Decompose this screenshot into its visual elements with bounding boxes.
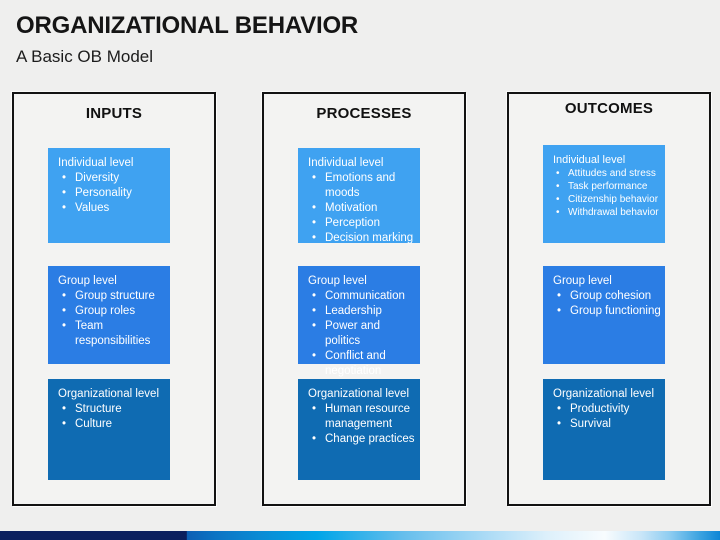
bullet-list: Productivity Survival	[553, 402, 661, 432]
bullet-list: Emotions and moods Motivation Perception…	[308, 171, 416, 246]
bullet-item: Change practices	[308, 432, 416, 447]
box-title: Organizational level	[553, 388, 655, 400]
processes-group-level-box: Group level Communication Leadership Pow…	[298, 266, 420, 377]
bullet-item: Culture	[58, 417, 166, 432]
bullet-item: Diversity	[58, 171, 166, 186]
box-title: Individual level	[58, 157, 134, 169]
processes-individual-level-box: Individual level Emotions and moods Moti…	[298, 148, 420, 246]
bullet-item: Survival	[553, 417, 661, 432]
box-title: Individual level	[553, 154, 626, 166]
inputs-column-header: INPUTS	[85, 105, 143, 122]
bullet-item: Group cohesion	[553, 289, 661, 304]
bullet-list: Human resource management Change practic…	[308, 402, 416, 447]
bullet-item: Personality	[58, 186, 166, 201]
inputs-individual-level-box: Individual level Diversity Personality V…	[48, 148, 170, 243]
bullet-item: Values	[58, 201, 166, 216]
box-title: Group level	[58, 275, 117, 287]
box-title: Individual level	[308, 157, 384, 169]
bullet-list: Group cohesion Group functioning	[553, 289, 661, 319]
outcomes-group-level-box: Group level Group cohesion Group functio…	[543, 266, 665, 364]
page-title: ORGANIZATIONAL BEHAVIOR	[16, 12, 359, 39]
outcomes-column-panel: OUTCOMES Individual level Attitudes and …	[507, 92, 711, 506]
bullet-list: Communication Leadership Power and polit…	[308, 289, 416, 379]
bullet-item: Structure	[58, 402, 166, 417]
bullet-list: Structure Culture	[58, 402, 166, 432]
bullet-item: Communication	[308, 289, 416, 304]
bullet-item: Perception	[308, 216, 416, 231]
bullet-item: Group structure	[58, 289, 166, 304]
outcomes-column-header: OUTCOMES	[564, 100, 654, 117]
bullet-item: Withdrawal behavior	[553, 206, 661, 219]
processes-column-header: PROCESSES	[316, 105, 412, 122]
box-title: Group level	[553, 275, 612, 287]
inputs-column-panel: INPUTS Individual level Diversity Person…	[12, 92, 216, 506]
bullet-item: Citizenship behavior	[553, 193, 661, 206]
bullet-item: Group roles	[58, 304, 166, 319]
bullet-list: Group structure Group roles Team respons…	[58, 289, 166, 349]
outcomes-organizational-level-box: Organizational level Productivity Surviv…	[543, 379, 665, 480]
bullet-item: Productivity	[553, 402, 661, 417]
bullet-item: Emotions and moods	[308, 171, 416, 201]
footer-gradient-bar	[0, 531, 720, 540]
box-title: Organizational level	[58, 388, 160, 400]
box-title: Group level	[308, 275, 367, 287]
bullet-item: Power and politics	[308, 319, 416, 349]
page-subtitle: A Basic OB Model	[16, 47, 154, 66]
bullet-item: Human resource management	[308, 402, 416, 432]
bullet-list: Attitudes and stress Task performance Ci…	[553, 167, 661, 219]
bullet-item: Conflict and negotiation	[308, 349, 416, 379]
inputs-group-level-box: Group level Group structure Group roles …	[48, 266, 170, 364]
processes-organizational-level-box: Organizational level Human resource mana…	[298, 379, 420, 480]
bullet-item: Team responsibilities	[58, 319, 166, 349]
bullet-item: Decision marking	[308, 231, 416, 246]
bullet-item: Group functioning	[553, 304, 661, 319]
processes-column-panel: PROCESSES Individual level Emotions and …	[262, 92, 466, 506]
box-title: Organizational level	[308, 388, 410, 400]
bullet-item: Task performance	[553, 180, 661, 193]
outcomes-individual-level-box: Individual level Attitudes and stress Ta…	[543, 145, 665, 243]
bullet-list: Diversity Personality Values	[58, 171, 166, 216]
bullet-item: Leadership	[308, 304, 416, 319]
bullet-item: Motivation	[308, 201, 416, 216]
bullet-item: Attitudes and stress	[553, 167, 661, 180]
inputs-organizational-level-box: Organizational level Structure Culture	[48, 379, 170, 480]
